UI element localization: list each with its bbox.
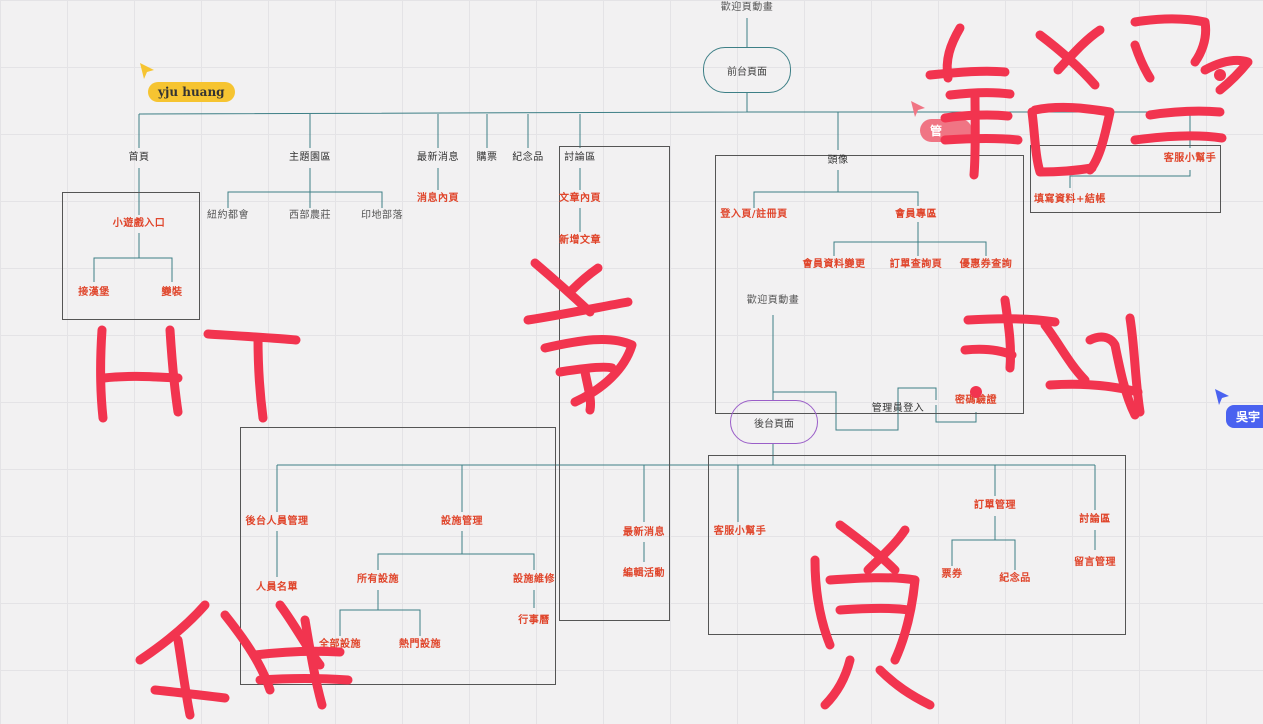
back-page-pill[interactable]: 後台頁面 xyxy=(730,400,818,444)
cs-helper-front-label[interactable]: 客服小幫手 xyxy=(1163,153,1217,164)
back-right-frame[interactable] xyxy=(708,455,1126,635)
themes-label[interactable]: 主題園區 xyxy=(289,152,331,163)
maintenance-label[interactable]: 設施維修 xyxy=(513,574,555,585)
indian-label[interactable]: 印地部落 xyxy=(361,210,403,221)
news-page-label[interactable]: 消息內頁 xyxy=(417,193,459,204)
cursor-yellow-icon xyxy=(140,63,154,79)
collaborator-yju-tag: yju huang xyxy=(148,82,235,102)
mini-game-label[interactable]: 小遊戲入口 xyxy=(112,218,166,229)
souvenir-label[interactable]: 紀念品 xyxy=(512,152,544,163)
hot-facilities-label[interactable]: 熱門設施 xyxy=(399,639,441,650)
staff-list-label[interactable]: 人員名單 xyxy=(256,582,298,593)
newyork-label[interactable]: 紐約都會 xyxy=(207,210,249,221)
cs-helper-back-label[interactable]: 客服小幫手 xyxy=(713,526,767,537)
order-mgmt-label[interactable]: 訂單管理 xyxy=(974,500,1016,511)
edit-events-label[interactable]: 編輯活動 xyxy=(623,568,665,579)
souvenir-back-label[interactable]: 紀念品 xyxy=(999,573,1031,584)
welcome-animation-label[interactable]: 歡迎頁動畫 xyxy=(720,2,774,13)
admin-login-label[interactable]: 管理員登入 xyxy=(871,403,925,414)
news-label[interactable]: 最新消息 xyxy=(417,152,459,163)
forum-back-label[interactable]: 討論區 xyxy=(1079,514,1111,525)
calendar-label[interactable]: 行事曆 xyxy=(518,615,550,626)
home-frame[interactable] xyxy=(62,192,200,320)
staff-mgmt-label[interactable]: 後台人員管理 xyxy=(245,516,309,527)
front-page-pill[interactable]: 前台頁面 xyxy=(703,47,791,93)
order-query-label[interactable]: 訂單查詢頁 xyxy=(889,259,943,270)
login-register-label[interactable]: 登入頁/註冊頁 xyxy=(720,209,788,220)
avatar-frame[interactable] xyxy=(715,155,1024,414)
cs-helper-frame[interactable] xyxy=(1030,145,1221,213)
all-facilities-label[interactable]: 所有設施 xyxy=(357,574,399,585)
facility-x-label[interactable]: 全部設施 xyxy=(319,639,361,650)
westfarm-label[interactable]: 西部農莊 xyxy=(289,210,331,221)
collaborator-guan-tag: 管 xyxy=(920,119,972,142)
hamburger-game-label[interactable]: 接漢堡 xyxy=(78,287,110,298)
facility-mgmt-label[interactable]: 設施管理 xyxy=(441,516,483,527)
member-area-label[interactable]: 會員專區 xyxy=(895,209,937,220)
cursor-blue-icon xyxy=(1215,389,1229,405)
tickets-label[interactable]: 購票 xyxy=(476,152,498,163)
coupon-query-label[interactable]: 優惠券查詢 xyxy=(959,259,1013,270)
collaborator-wu-tag: 吳宇 xyxy=(1226,405,1263,428)
ticket-label[interactable]: 票券 xyxy=(941,569,963,580)
back-left-frame[interactable] xyxy=(240,427,556,685)
forum-label[interactable]: 討論區 xyxy=(564,152,596,163)
home-label[interactable]: 首頁 xyxy=(128,152,150,163)
forum-frame[interactable] xyxy=(559,146,670,621)
article-page-label[interactable]: 文章內頁 xyxy=(559,193,601,204)
avatar-label[interactable]: 頭像 xyxy=(827,155,849,166)
fill-checkout-label[interactable]: 填寫資料+結帳 xyxy=(1034,194,1106,205)
new-article-label[interactable]: 新增文章 xyxy=(559,235,601,246)
member-edit-label[interactable]: 會員資料變更 xyxy=(802,259,866,270)
message-mgmt-label[interactable]: 留言管理 xyxy=(1074,557,1116,568)
password-verify-label[interactable]: 密碼驗證 xyxy=(955,395,997,406)
welcome-animation-2-label[interactable]: 歡迎頁動畫 xyxy=(746,295,800,306)
dressup-game-label[interactable]: 變裝 xyxy=(161,287,183,298)
cursor-pink-icon xyxy=(911,101,925,117)
latest-news-back-label[interactable]: 最新消息 xyxy=(623,527,665,538)
